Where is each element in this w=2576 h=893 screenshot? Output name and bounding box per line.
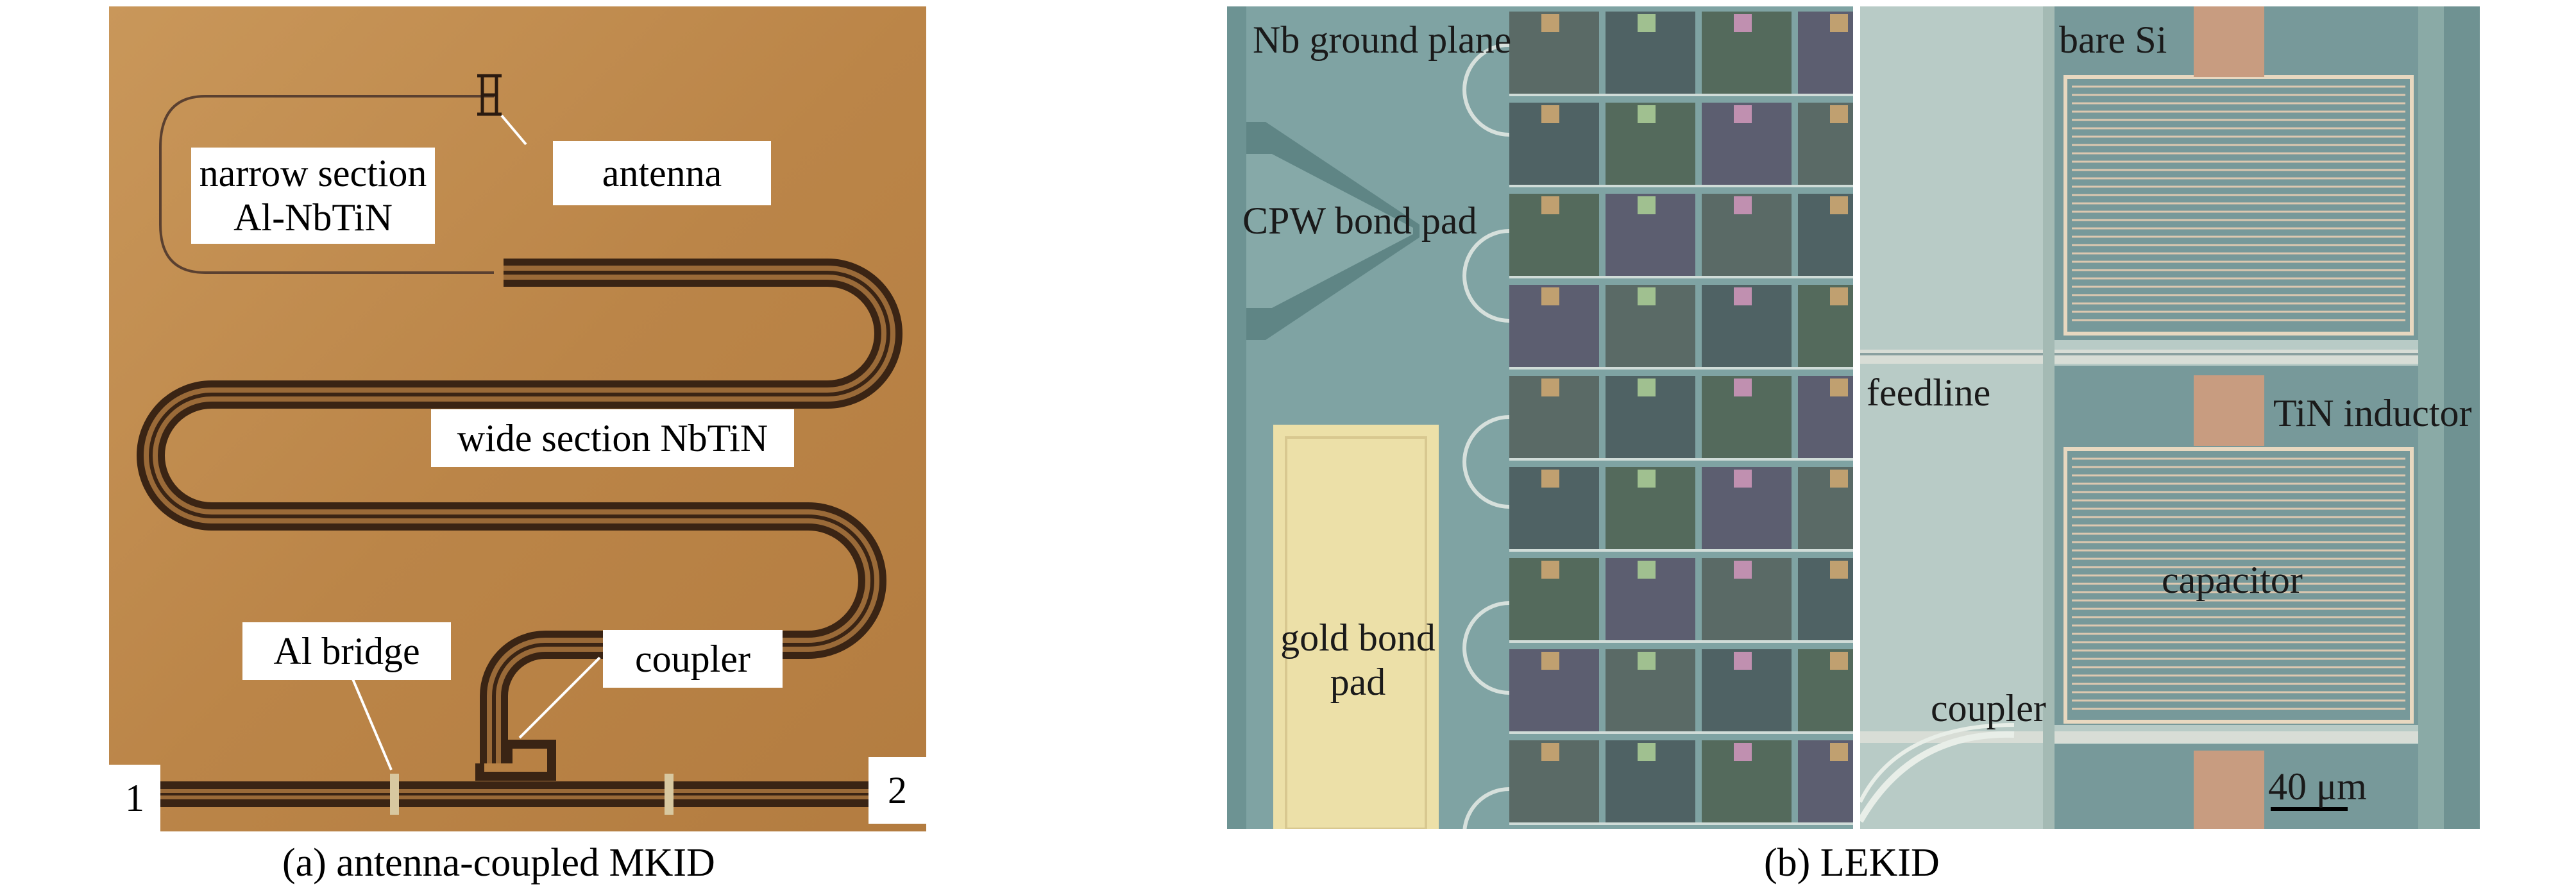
pixel-inductor xyxy=(1734,378,1752,396)
pixel-inductor xyxy=(1638,561,1656,579)
pixel-inductor xyxy=(1541,14,1559,32)
lekid-array-micrograph: Nb ground plane CPW bond pad gold bond p… xyxy=(1227,6,1853,829)
lekid-pixel-micrograph: bare Si feedline TiN inductor capacitor … xyxy=(1860,6,2480,829)
pixel-array xyxy=(1509,12,1853,825)
pixel-inductor xyxy=(1638,196,1656,214)
narrow-section-label: narrow section Al-NbTiN xyxy=(191,148,435,244)
feedline-segment xyxy=(1509,276,1853,278)
feedline-segment xyxy=(1509,458,1853,461)
pixel-inductor xyxy=(1638,105,1656,123)
scale-bar-label: 40 μm xyxy=(2268,765,2367,808)
pixel-inductor xyxy=(1830,105,1848,123)
feedline-segment xyxy=(1509,822,1853,825)
pixel-inductor xyxy=(1830,652,1848,670)
feedline-loop xyxy=(1462,415,1510,509)
feedline-segment xyxy=(1509,94,1853,96)
narrow-section-text: narrow section xyxy=(199,152,427,194)
feedline xyxy=(109,781,926,807)
capacitor-label: capacitor xyxy=(2162,559,2303,601)
pixel-inductor xyxy=(1541,105,1559,123)
pixel-inductor xyxy=(1638,652,1656,670)
pixel-inductor xyxy=(1541,196,1559,214)
al-bridge-label: Al bridge xyxy=(242,622,451,680)
pixel-inductor xyxy=(1541,287,1559,305)
pixel-inductor xyxy=(1830,14,1848,32)
scale-bar xyxy=(2271,807,2348,811)
gold-bond-pad-text: gold bond xyxy=(1280,617,1436,659)
pixel-inductor xyxy=(1541,470,1559,488)
feedline-loop xyxy=(1462,43,1510,137)
feedline-loop xyxy=(1462,229,1510,323)
antenna-label: antenna xyxy=(553,141,771,205)
narrow-section-material: Al-NbTiN xyxy=(233,196,393,239)
pixel-inductor xyxy=(1830,470,1848,488)
feedline-loop xyxy=(1462,787,1510,829)
antenna-structure xyxy=(477,74,502,116)
lekid-array-image xyxy=(1227,6,1853,829)
port-1-label: 1 xyxy=(109,765,160,831)
al-bridges xyxy=(390,774,674,815)
pixel-inductor xyxy=(1734,470,1752,488)
feedline-segment xyxy=(1509,640,1853,643)
feedline-loop xyxy=(1462,601,1510,695)
pixel-inductor xyxy=(1541,561,1559,579)
pixel-inductor xyxy=(1638,470,1656,488)
pixel-inductor xyxy=(1734,105,1752,123)
pixel-inductor xyxy=(1830,561,1848,579)
gold-bond-pad-text-2: pad xyxy=(1330,661,1386,703)
mkid-micrograph: narrow section Al-NbTiN antenna wide sec… xyxy=(109,6,926,831)
pixel-inductor xyxy=(1830,196,1848,214)
gold-bond-pad-label: gold bond pad xyxy=(1272,616,1444,704)
pixel-inductor xyxy=(1638,287,1656,305)
pixel-inductor xyxy=(1638,378,1656,396)
bare-si-label: bare Si xyxy=(2059,19,2167,61)
pixel-inductor xyxy=(1734,743,1752,761)
pixel-inductor xyxy=(1541,743,1559,761)
pixel-inductor xyxy=(1734,287,1752,305)
pixel-inductor xyxy=(1541,378,1559,396)
pixel-inductor xyxy=(1734,14,1752,32)
pixel-inductor xyxy=(1830,743,1848,761)
wide-section-label: wide section NbTiN xyxy=(431,409,794,467)
feedline-segment xyxy=(1509,549,1853,552)
feedline-loops xyxy=(1462,43,1510,829)
feedline-segment xyxy=(1509,185,1853,187)
pixel-inductor xyxy=(1638,743,1656,761)
pixel-inductor xyxy=(1734,561,1752,579)
coupler-label-a: coupler xyxy=(603,630,783,688)
pixel-inductor xyxy=(1830,287,1848,305)
pixel-inductor xyxy=(1638,14,1656,32)
feedline-segment xyxy=(1509,367,1853,370)
caption-b: (b) LEKID xyxy=(1764,841,1940,885)
pixel-inductor xyxy=(1734,652,1752,670)
capacitor-fingers-bottom xyxy=(2072,457,2405,710)
feedline-segment xyxy=(1509,731,1853,734)
pixel-inductor xyxy=(1734,196,1752,214)
tin-inductor-label: TiN inductor xyxy=(2273,392,2472,434)
cpw-bond-pad-label: CPW bond pad xyxy=(1242,200,1477,242)
nb-ground-plane-label: Nb ground plane xyxy=(1253,19,1512,61)
coupler-label-b: coupler xyxy=(1931,687,2046,729)
feedline-label: feedline xyxy=(1867,371,1991,414)
port-2-label: 2 xyxy=(869,757,926,824)
caption-a: (a) antenna-coupled MKID xyxy=(282,841,715,885)
capacitor-fingers-top xyxy=(2072,85,2405,321)
pixel-inductor xyxy=(1541,652,1559,670)
lekid-pixel-image xyxy=(1860,6,2480,829)
pixel-inductor xyxy=(1830,378,1848,396)
